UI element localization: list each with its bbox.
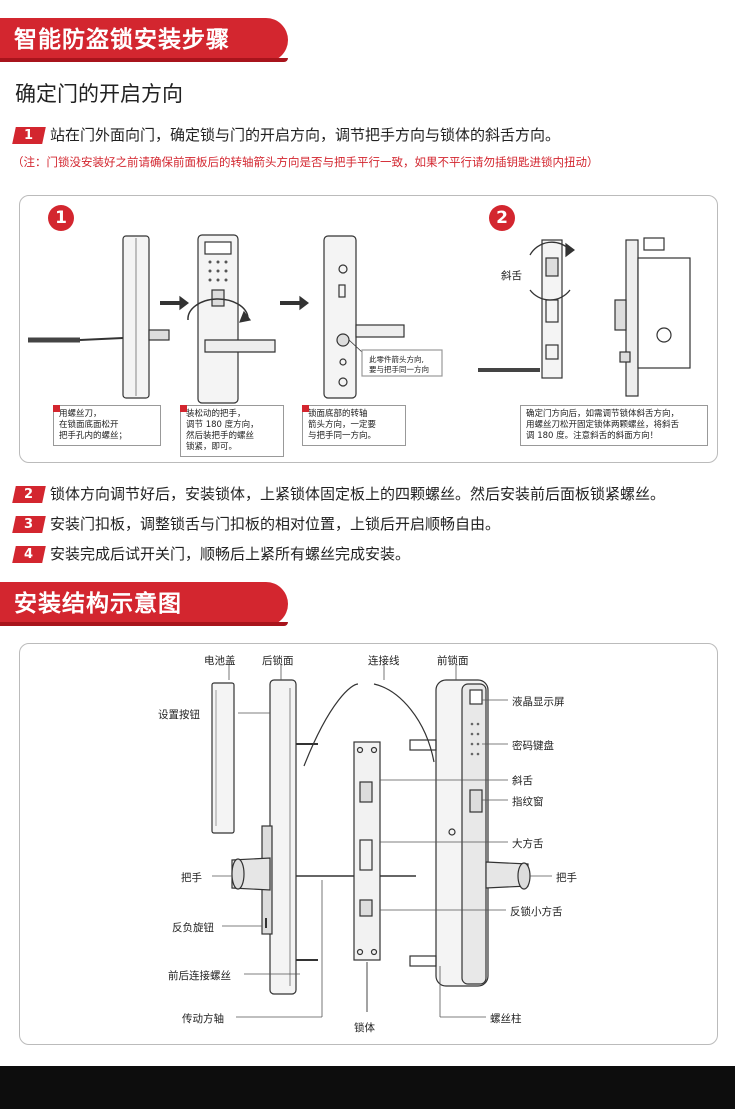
label-anti-lock: 反锁小方舌 (510, 906, 563, 918)
caption-step-2: 装松动的把手， 调节 180 度方向， 然后装把手的螺丝 锁紧，即可。 (180, 405, 284, 457)
install-steps-illustration (28, 234, 691, 404)
label-deadbolt: 大方舌 (512, 838, 544, 850)
label-drive-shaft: 传动方轴 (182, 1013, 224, 1025)
label-handle-right: 把手 (556, 872, 577, 884)
callout-arrow-direction: 此零件箭头方向, 要与把手同一方向 (369, 355, 429, 374)
caption-marker (180, 405, 187, 412)
label-latch: 斜舌 (512, 775, 533, 787)
label-lock-body: 锁体 (354, 1022, 375, 1034)
bottom-bar (0, 1066, 735, 1109)
label-battery-cover: 电池盖 (204, 655, 236, 667)
label-setting-button: 设置按钮 (158, 709, 200, 721)
label-rear-panel: 后锁面 (262, 655, 294, 667)
label-keypad: 密码键盘 (512, 740, 554, 752)
label-fingerprint: 指纹窗 (512, 796, 544, 808)
caption-marker (53, 405, 60, 412)
caption-marker (302, 405, 309, 412)
section-banner-structure: 安装结构示意图 (0, 582, 288, 626)
diagram-badge-1: 1 (48, 205, 74, 231)
label-cable: 连接线 (368, 655, 400, 667)
diagram-badge-2: 2 (489, 205, 515, 231)
label-screw-post: 螺丝柱 (490, 1013, 522, 1025)
label-lcd: 液晶显示屏 (512, 696, 565, 708)
subtitle-door-direction: 确定门的开启方向 (15, 82, 183, 106)
caption-step-1: 用螺丝刀， 在锁面底面松开 把手孔内的螺丝； (53, 405, 161, 446)
caption-step-3: 锁面底部的转轴 箭头方向，一定要 与把手同一方向。 (302, 405, 406, 446)
label-connect-screw: 前后连接螺丝 (168, 970, 231, 982)
step-text: 锁体方向调节好后，安装锁体，上紧锁体固定板上的四颗螺丝。然后安装前后面板锁紧螺丝… (50, 485, 666, 503)
warning-note: （注：门锁没安装好之前请确保前面板后的转轴箭头方向是否与把手平行一致，如果不平行… (12, 155, 599, 169)
step-text: 安装门扣板，调整锁舌与门扣板的相对位置，上锁后开启顺畅自由。 (50, 515, 501, 533)
caption-step-4: 确定门方向后，如需调节锁体斜舌方向， 用螺丝刀松开固定锁体两颗螺丝，将斜舌 调 … (520, 405, 708, 446)
label-reverse-knob: 反负旋钮 (172, 922, 214, 934)
latch-label: 斜舌 (501, 270, 522, 282)
label-handle-left: 把手 (181, 872, 202, 884)
step-text: 安装完成后试开关门，顺畅后上紧所有螺丝完成安装。 (50, 545, 411, 563)
structure-illustration (211, 664, 552, 1018)
step-text: 站在门外面向门，确定锁与门的开启方向，调节把手方向与锁体的斜舌方向。 (50, 126, 561, 144)
label-front-panel: 前锁面 (437, 655, 469, 667)
section-banner-install-steps: 智能防盗锁安装步骤 (0, 18, 288, 62)
